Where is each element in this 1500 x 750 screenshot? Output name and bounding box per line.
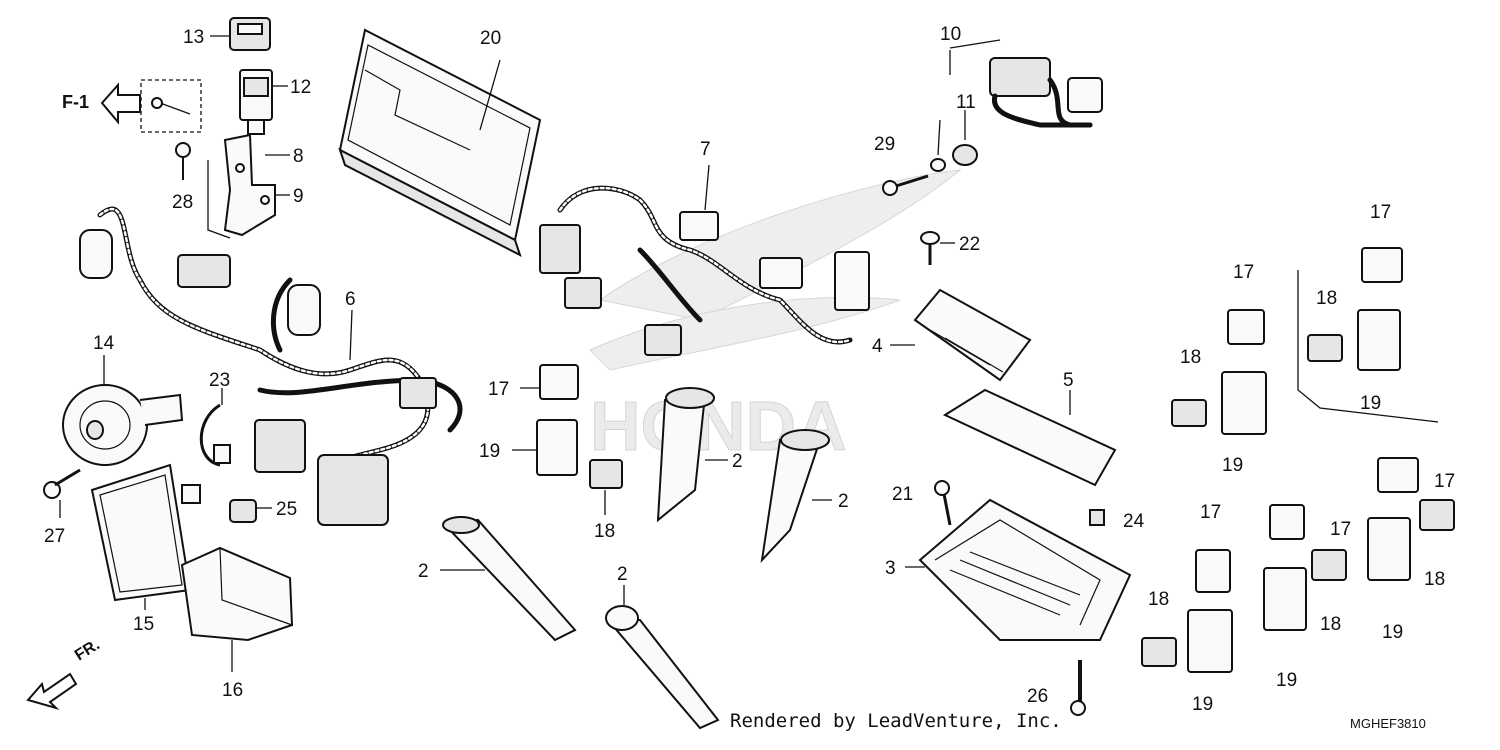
callout-26: 26 bbox=[1027, 686, 1048, 707]
callout-17-lower: 17 bbox=[1330, 519, 1351, 540]
callout-15: 15 bbox=[133, 614, 154, 635]
callout-19-mid: 19 bbox=[1222, 455, 1243, 476]
ecu-20 bbox=[338, 28, 542, 258]
socket-19-center bbox=[512, 419, 578, 476]
callout-7: 7 bbox=[700, 139, 711, 160]
callout-19-low: 19 bbox=[1192, 694, 1213, 715]
fuse-18-center bbox=[589, 459, 623, 515]
callout-17-low: 17 bbox=[1200, 502, 1221, 523]
callout-19-center: 19 bbox=[479, 441, 500, 462]
holder-16 bbox=[180, 546, 294, 672]
callout-9: 9 bbox=[293, 186, 304, 207]
callout-8: 8 bbox=[293, 146, 304, 167]
callout-3: 3 bbox=[885, 558, 896, 579]
connector-cap-13 bbox=[210, 17, 271, 51]
callout-10: 10 bbox=[940, 24, 961, 45]
callout-5: 5 bbox=[1063, 370, 1074, 391]
harness-7 bbox=[539, 164, 870, 356]
callout-13: 13 bbox=[183, 27, 204, 48]
callout-17-mid: 17 bbox=[1233, 262, 1254, 283]
callout-19-top: 19 bbox=[1360, 393, 1381, 414]
credit-text: Rendered by LeadVenture, Inc. bbox=[730, 710, 1062, 732]
callout-18-center: 18 bbox=[594, 521, 615, 542]
callout-14: 14 bbox=[93, 333, 115, 354]
callout-18-top: 18 bbox=[1316, 288, 1337, 309]
bolt-21 bbox=[934, 480, 952, 526]
callout-19-right: 19 bbox=[1382, 622, 1403, 643]
horn-14 bbox=[62, 355, 184, 466]
bracket-8-9 bbox=[175, 133, 290, 239]
relay-group-right bbox=[1141, 247, 1455, 673]
plate-5 bbox=[942, 388, 1117, 487]
forward-ref-label: F-1 bbox=[62, 92, 89, 112]
relay-17-center bbox=[520, 364, 579, 400]
bolt-29 bbox=[882, 174, 929, 196]
callout-17-top: 17 bbox=[1370, 202, 1391, 223]
honda-watermark: HONDA bbox=[589, 169, 962, 466]
main-harness-6 bbox=[79, 206, 463, 526]
grommet-25 bbox=[229, 499, 272, 523]
callout-16: 16 bbox=[222, 680, 243, 701]
callout-2b: 2 bbox=[617, 564, 628, 585]
callout-17-center: 17 bbox=[488, 379, 509, 400]
screw-22 bbox=[920, 231, 955, 265]
ignition-coil-2b bbox=[605, 585, 720, 730]
callout-27: 27 bbox=[44, 526, 65, 547]
regulator-4 bbox=[890, 288, 1032, 382]
callout-labels: 13 12 8 9 28 20 10 11 29 7 22 4 5 21 24 … bbox=[44, 24, 1455, 715]
callout-2a: 2 bbox=[418, 561, 429, 582]
callout-25: 25 bbox=[276, 499, 297, 520]
callout-18-mid: 18 bbox=[1180, 347, 1201, 368]
callout-12: 12 bbox=[290, 77, 311, 98]
ignition-coil-2d bbox=[760, 429, 832, 564]
callout-24: 24 bbox=[1123, 511, 1145, 532]
callout-23: 23 bbox=[209, 370, 230, 391]
callout-2d: 2 bbox=[838, 491, 849, 512]
control-unit-3 bbox=[905, 498, 1132, 641]
callout-17-right: 17 bbox=[1434, 471, 1455, 492]
callout-4: 4 bbox=[872, 336, 883, 357]
callout-29: 29 bbox=[874, 134, 895, 155]
callout-6: 6 bbox=[345, 289, 356, 310]
callout-18-right: 18 bbox=[1424, 569, 1445, 590]
callout-20: 20 bbox=[480, 28, 501, 49]
watermark-text: HONDA bbox=[590, 387, 847, 465]
bolt-26 bbox=[1070, 660, 1086, 716]
module-15 bbox=[90, 463, 201, 610]
ignition-coil-2a bbox=[440, 516, 577, 642]
switch-12 bbox=[239, 69, 288, 135]
callout-18-lower: 18 bbox=[1320, 614, 1341, 635]
callout-18-low: 18 bbox=[1148, 589, 1169, 610]
callout-19-lower: 19 bbox=[1276, 670, 1297, 691]
callout-11: 11 bbox=[956, 92, 976, 113]
sensor-10 bbox=[949, 39, 1103, 128]
bolt-27 bbox=[43, 468, 81, 518]
callout-21: 21 bbox=[892, 484, 913, 505]
ignition-coil-2c bbox=[656, 387, 728, 523]
diagram-code: MGHEF3810 bbox=[1350, 716, 1426, 731]
clip-23 bbox=[199, 388, 231, 467]
callout-22: 22 bbox=[959, 234, 980, 255]
callout-28: 28 bbox=[172, 192, 193, 213]
forward-ref-arrow bbox=[100, 79, 202, 133]
callout-2c: 2 bbox=[732, 451, 743, 472]
nut-24 bbox=[1089, 509, 1105, 526]
front-arrow bbox=[26, 672, 78, 711]
grommet-11 bbox=[930, 110, 978, 172]
